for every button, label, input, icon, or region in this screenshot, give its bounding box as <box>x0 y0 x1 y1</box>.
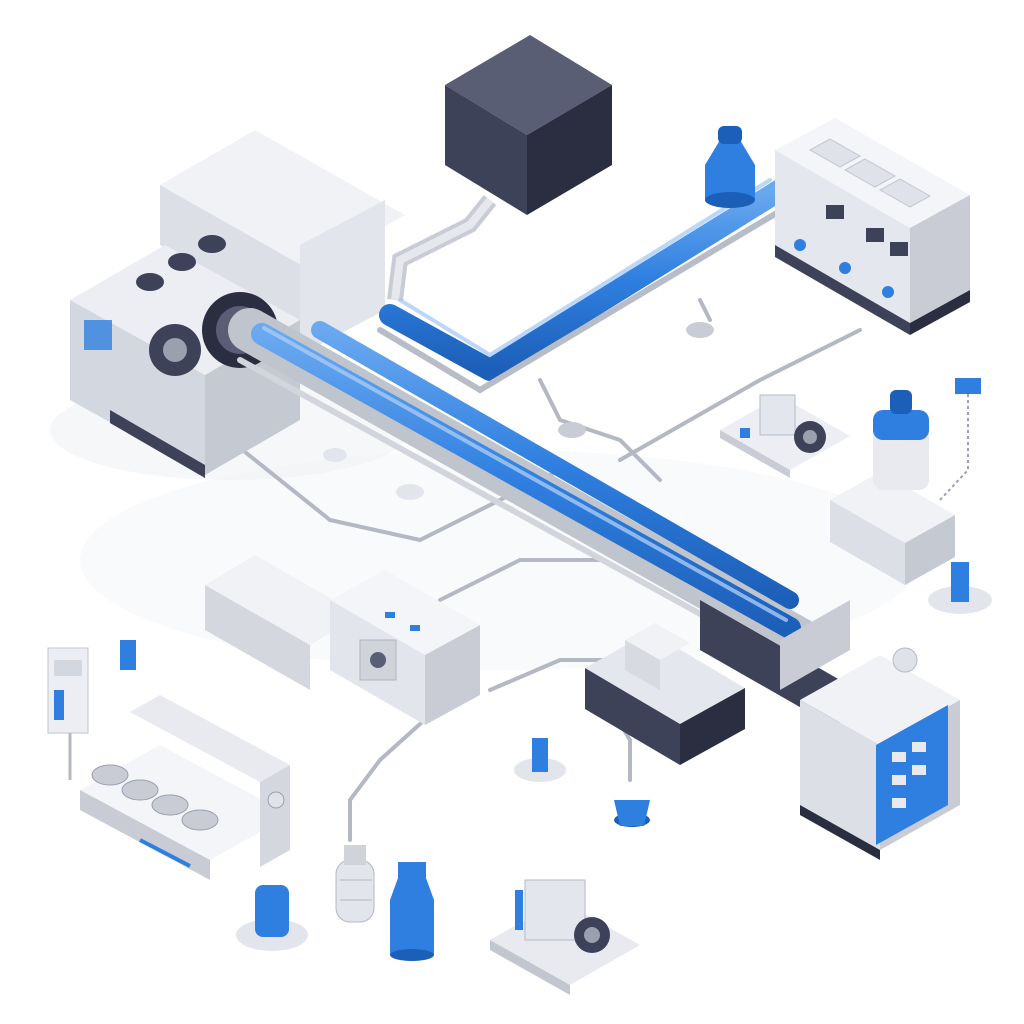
dark-tank-box <box>387 35 612 301</box>
bottom-motor-block <box>490 879 640 995</box>
main-blue-pipeline <box>228 308 850 730</box>
blue-valve-bases <box>236 322 992 951</box>
service-pipes <box>228 298 862 842</box>
center-dark-tank <box>585 623 745 765</box>
right-electrical-cabinet <box>800 647 960 860</box>
bottom-gas-cylinder <box>335 845 375 923</box>
left-meter-panel <box>47 640 136 780</box>
upper-blue-pipeline <box>377 178 793 394</box>
center-storage-unit <box>205 555 480 725</box>
bottom-blue-bottle <box>390 862 434 961</box>
blue-valve-tower <box>705 126 755 208</box>
right-control-cabinet <box>775 118 970 335</box>
right-blue-tank <box>830 378 981 585</box>
right-pump-station <box>720 394 850 478</box>
left-filter-rack <box>80 695 290 880</box>
